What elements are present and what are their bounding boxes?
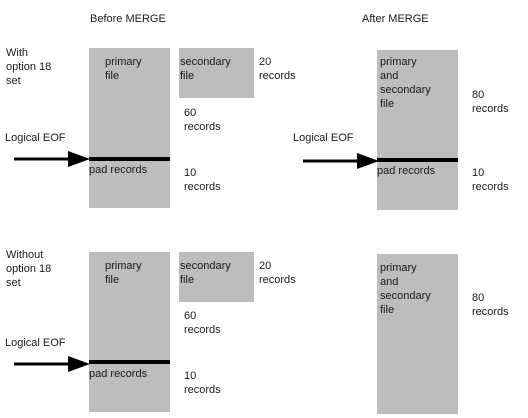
merged-file-label-with: primary and secondary file (380, 56, 431, 110)
arrow-right-icon (303, 153, 379, 169)
merged-file-box-without (377, 254, 458, 414)
primary-file-label-with: primary file (105, 56, 142, 82)
primary-file-box-without (89, 252, 170, 412)
merged-file-box-with (377, 50, 458, 210)
eof-bar-before-without (89, 360, 170, 364)
logical-eof-label-after-with: Logical EOF (293, 132, 354, 144)
primary-count-without: 60 records (184, 310, 221, 336)
secondary-file-label-without: secondary file (180, 260, 231, 286)
with-option-label: With option 18 set (6, 47, 52, 87)
arrow-right-icon (14, 356, 90, 372)
secondary-file-box-without (179, 252, 254, 302)
header-before-merge: Before MERGE (90, 13, 166, 25)
pad-count-without: 10 records (184, 370, 221, 396)
secondary-count-without: 20 records (259, 260, 296, 286)
primary-file-label-without: primary file (105, 260, 142, 286)
eof-bar-before-with (89, 157, 170, 161)
merged-pad-count-with: 10 records (472, 167, 509, 193)
eof-bar-after-with (377, 158, 458, 162)
merged-file-label-without: primary and secondary file (380, 262, 431, 316)
primary-count-with: 60 records (184, 107, 221, 133)
logical-eof-label-before-without: Logical EOF (5, 337, 66, 349)
merged-count-without: 80 records (472, 292, 509, 318)
pad-count-with: 10 records (184, 167, 221, 193)
header-after-merge: After MERGE (362, 13, 429, 25)
pad-records-label-after-with: pad records (377, 165, 436, 177)
secondary-file-box-with (179, 48, 254, 98)
arrow-right-icon (14, 151, 90, 167)
pad-records-label-with: pad records (89, 164, 148, 176)
secondary-file-label-with: secondary file (180, 56, 231, 82)
merged-count-with: 80 records (472, 89, 509, 115)
logical-eof-label-before-with: Logical EOF (5, 132, 66, 144)
without-option-label: Without option 18 set (6, 249, 52, 289)
primary-file-box-with (89, 48, 170, 208)
pad-records-label-without: pad records (89, 368, 148, 380)
secondary-count-with: 20 records (259, 56, 296, 82)
